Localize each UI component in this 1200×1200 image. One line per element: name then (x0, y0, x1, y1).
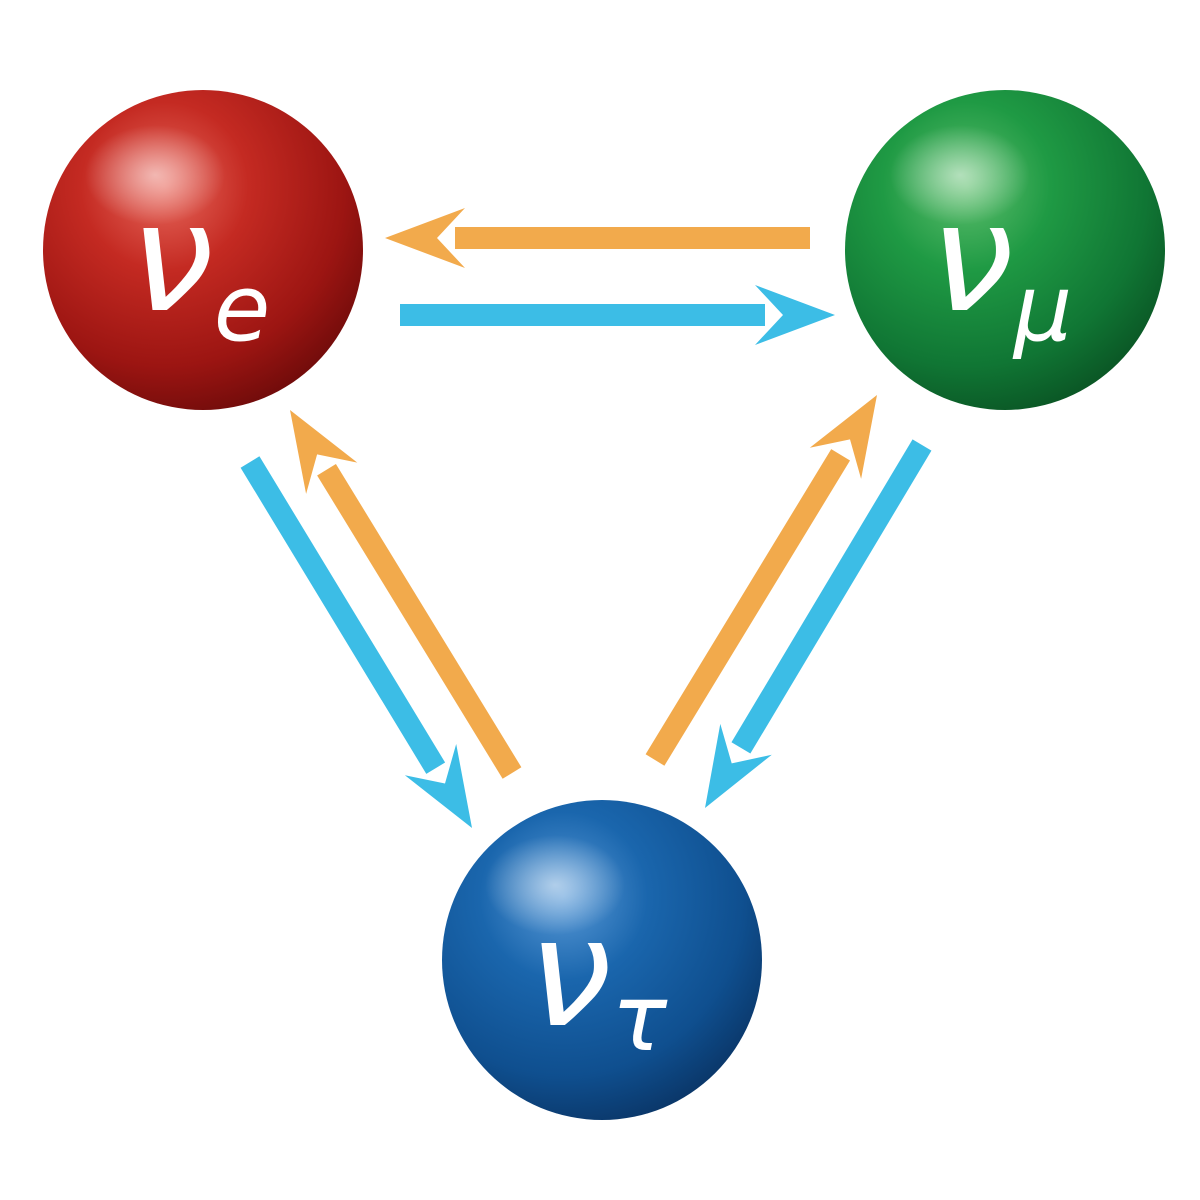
tau-neutrino-gloss (485, 835, 625, 935)
arrow-electron-to-muon (400, 285, 835, 345)
muon-neutrino-symbol: ν (930, 172, 1014, 346)
arrow-tau-to-electron (290, 410, 522, 779)
electron-neutrino-label: νe (130, 172, 270, 362)
arrow-tau-to-muon (645, 395, 877, 766)
tau-neutrino-symbol: ν (528, 887, 612, 1061)
electron-neutrino-symbol: ν (130, 172, 214, 346)
arrow-electron-to-tau (240, 456, 472, 828)
electron-neutrino-gloss (85, 125, 225, 225)
arrow-shaft (317, 463, 522, 779)
electron-neutrino-node: νe (43, 90, 363, 410)
muon-neutrino-label: νμ (930, 172, 1072, 362)
arrow-muon-to-tau (705, 439, 932, 808)
arrow-head (705, 723, 772, 808)
arrow-shaft (645, 449, 851, 766)
arrow-head (404, 744, 472, 828)
muon-neutrino-gloss (890, 125, 1030, 225)
muon-neutrino-subscript: μ (1012, 255, 1073, 362)
arrow-muon-to-electron (385, 208, 810, 268)
arrow-layer (240, 208, 932, 828)
tau-neutrino-node: ντ (442, 800, 762, 1120)
arrow-shaft (731, 439, 932, 754)
arrow-head (385, 208, 465, 268)
muon-neutrino-node: νμ (845, 90, 1165, 410)
arrow-head (809, 395, 877, 479)
tau-neutrino-subscript: τ (612, 965, 668, 1072)
tau-neutrino-label: ντ (528, 887, 668, 1072)
arrow-head (755, 285, 835, 345)
arrow-shaft (240, 456, 446, 774)
electron-neutrino-subscript: e (214, 255, 271, 362)
arrow-head (290, 410, 358, 494)
